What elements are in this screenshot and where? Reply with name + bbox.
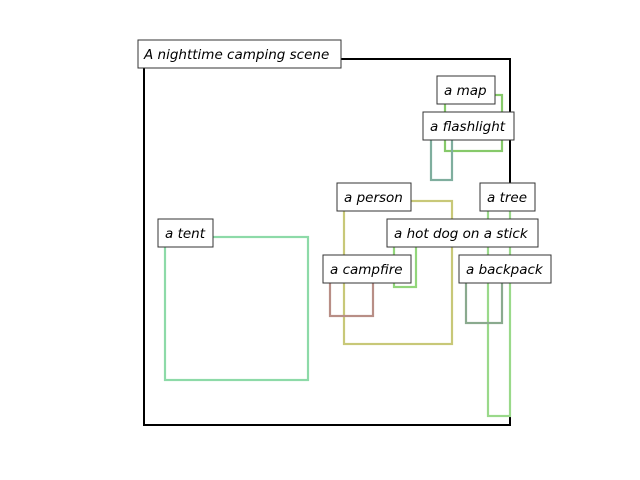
label-tree-text: a tree xyxy=(487,190,527,206)
label-tree: a tree xyxy=(479,182,536,212)
label-tent: a tent xyxy=(157,218,214,248)
label-backpack: a backpack xyxy=(458,254,552,284)
label-campfire: a campfire xyxy=(322,254,412,284)
scene-title: A nighttime camping scene xyxy=(143,47,329,63)
label-backpack-text: a backpack xyxy=(466,262,544,278)
label-map-text: a map xyxy=(444,83,487,99)
label-hot-dog: a hot dog on a stick xyxy=(386,218,539,248)
box-tent xyxy=(163,235,310,382)
label-flashlight: a flashlight xyxy=(422,111,515,141)
label-tent-text: a tent xyxy=(165,226,206,242)
label-person: a person xyxy=(336,182,412,212)
label-hot-dog-text: a hot dog on a stick xyxy=(394,226,529,242)
label-map: a map xyxy=(436,75,496,105)
label-campfire-text: a campfire xyxy=(330,262,403,278)
scene-title-label: A nighttime camping scene xyxy=(137,39,342,69)
label-person-text: a person xyxy=(344,190,403,206)
label-flashlight-text: a flashlight xyxy=(430,119,506,135)
